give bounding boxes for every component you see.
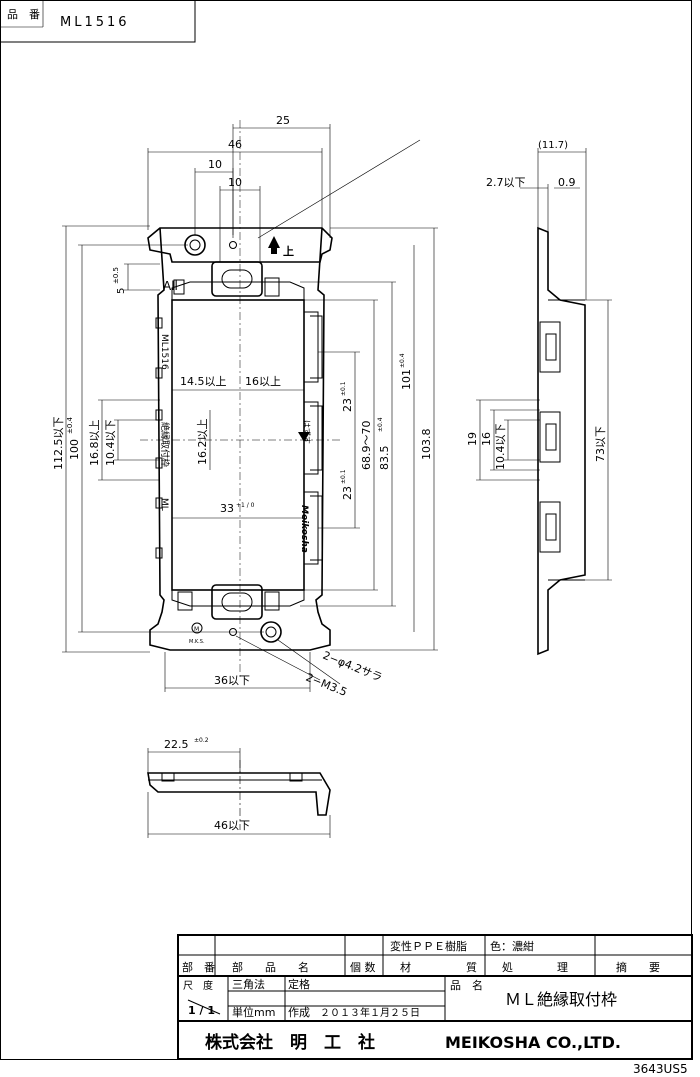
created-date: ２０１３年１月２５日 xyxy=(320,1006,420,1019)
molded-text-name: 絶縁取付枠 xyxy=(159,422,171,467)
document-number: 3643US5 xyxy=(633,1062,688,1076)
frame-opening xyxy=(171,299,305,591)
all-mark: All xyxy=(163,279,178,293)
arrow-down-icon xyxy=(298,432,310,442)
col-zaishitsu: 材 質 xyxy=(400,960,477,974)
dim-36: 36以下 xyxy=(214,674,250,687)
dim-46-bottom: 46以下 xyxy=(214,819,250,832)
dim-25: 25 xyxy=(276,114,290,127)
dim-68-9: 68.9〜70 xyxy=(360,421,373,471)
dim-23a: 23 xyxy=(341,398,354,412)
brand-logo: Meikosha xyxy=(299,505,309,553)
dim-103-8: 103.8 xyxy=(420,429,433,461)
dim-19: 19 xyxy=(466,432,479,446)
dim-22-5-tol: ±0.2 xyxy=(194,737,209,744)
mks-mark: M.K.S. xyxy=(189,639,205,645)
header-label: 品 番 xyxy=(7,8,40,21)
dim-16: 16以上 xyxy=(245,375,281,388)
sheet-border xyxy=(0,0,692,1060)
dim-101: 101 xyxy=(400,369,413,390)
created-label: 作成 xyxy=(288,1006,310,1019)
company-name-en: MEIKOSHA CO.,LTD. xyxy=(445,1033,621,1052)
dim-23b: 23 xyxy=(341,486,354,500)
col-buhinmei: 部 品 名 xyxy=(232,960,309,974)
dim-73: 73以下 xyxy=(594,426,607,462)
dim-23a-tol: ±0.1 xyxy=(340,381,347,396)
dim-2-7: 2.7以下 xyxy=(486,176,526,189)
product-name-label: 品 名 xyxy=(450,978,483,992)
dim-100-tol: ±0.4 xyxy=(66,416,74,434)
scale-label: 尺 度 xyxy=(183,979,213,992)
company-name-jp: 株式会社 明 工 社 xyxy=(205,1032,375,1053)
svg-text:M: M xyxy=(194,626,199,633)
dim-16-side: 16 xyxy=(480,432,493,446)
col-kosu: 個 数 xyxy=(350,961,376,974)
product-name: ＭＬ絶縁取付枠 xyxy=(505,990,617,1009)
col-buban: 部 番 xyxy=(182,960,215,974)
m-logo-icon xyxy=(191,622,203,634)
projection: 三角法 xyxy=(232,977,265,991)
bottom-slot xyxy=(211,584,263,620)
col-shori: 処 理 xyxy=(502,961,568,974)
bottom-view: 22.5 ±0.2 46以下 xyxy=(147,737,331,838)
dim-23b-tol: ±0.1 xyxy=(340,469,347,484)
side-view: (11.7) 2.7以下 0.9 19 16 10.4以下 73以下 xyxy=(466,140,612,656)
dim-46: 46 xyxy=(228,138,242,151)
dim-5-tol: ±0.5 xyxy=(112,267,120,284)
material-note: 変性ＰＰＥ樹脂 xyxy=(390,939,467,953)
dim-16-2: 16.2以上 xyxy=(196,419,209,466)
dim-83-5-tol: ±0.4 xyxy=(377,417,384,432)
title-block: 変性ＰＰＥ樹脂 色：濃紺 部 番 部 品 名 個 数 材 質 処 理 摘 要 尺… xyxy=(177,934,693,1060)
header-box: 品 番 ML1516 xyxy=(0,0,196,43)
dim-100: 100 xyxy=(68,439,81,460)
part-number: ML1516 xyxy=(60,15,130,30)
arrow-up-icon xyxy=(268,236,280,248)
molded-text-ml1516: ML1516 xyxy=(159,334,169,370)
up-mark: 上 xyxy=(283,244,294,258)
unit-label: 単位mm xyxy=(232,1005,275,1019)
col-tekiyo: 摘 要 xyxy=(616,960,660,974)
dim-5: 5 xyxy=(116,288,127,294)
dim-10-4-side: 10.4以下 xyxy=(494,424,507,471)
hole-spec-2: 2−M3.5 xyxy=(304,671,349,699)
top-slot xyxy=(211,261,263,297)
dim-16-8: 16.8以上 xyxy=(88,420,101,467)
dim-33-tol: +1 / 0 xyxy=(236,502,255,509)
dim-112-5: 112.5以下 xyxy=(52,417,65,471)
scale-value: 1 / 1 xyxy=(188,1004,215,1017)
dim-101-tol: ±0.4 xyxy=(399,353,406,368)
dim-0-9: 0.9 xyxy=(558,176,576,189)
color-note: 色：濃紺 xyxy=(490,939,534,953)
dim-22-5: 22.5 xyxy=(164,738,189,751)
dim-10b: 10 xyxy=(228,176,242,189)
dim-10a: 10 xyxy=(208,158,222,171)
front-view: 上 All ML1516 絶縁取付枠 ML Meikosha はずす M M.K… xyxy=(52,114,438,699)
rating-label: 定格 xyxy=(288,977,310,991)
dim-83-5: 83.5 xyxy=(378,446,391,471)
dim-10-4: 10.4以下 xyxy=(104,420,117,467)
dim-33: 33 xyxy=(220,502,234,515)
molded-text-ml: ML xyxy=(159,498,169,511)
dim-11-7: (11.7) xyxy=(538,140,568,151)
dim-14-5: 14.5以上 xyxy=(180,375,227,388)
